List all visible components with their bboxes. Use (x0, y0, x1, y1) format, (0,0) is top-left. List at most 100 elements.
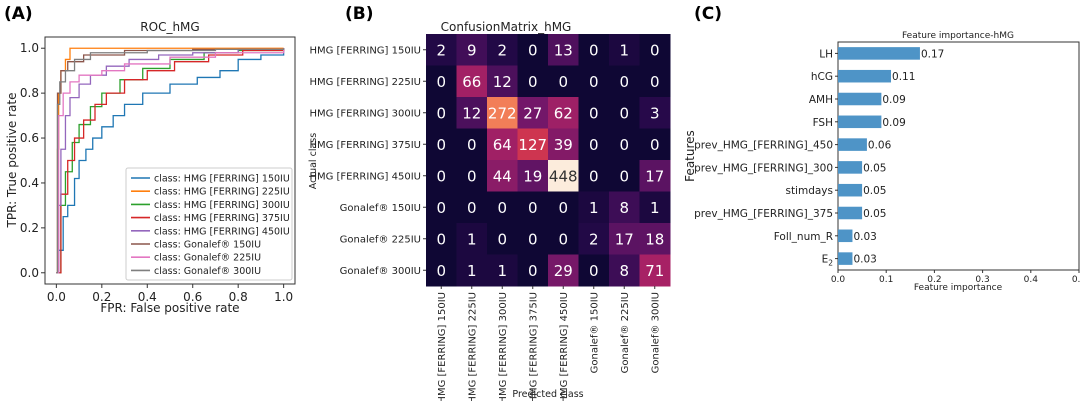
cm-cell-value: 18 (645, 230, 664, 248)
cm-cell-value: 0 (436, 167, 446, 185)
cm-col-label: Gonalef® 300IU (650, 292, 661, 373)
cm-cell (456, 97, 488, 129)
cm-cell (578, 160, 610, 192)
cm-cell (487, 128, 518, 161)
fi-bar-value: 0.03 (853, 254, 876, 266)
cm-cell (609, 160, 640, 192)
cm-ylabel: Actual class (308, 133, 319, 189)
cm-cell-value: 44 (493, 167, 512, 185)
roc-ylabel: TPR: True positive rate (5, 93, 19, 229)
roc-legend-box (125, 167, 293, 281)
feature-importance-chart: Feature importance-hMG 0.17LH0.11hCG0.09… (683, 31, 1080, 293)
roc-series-line (56, 48, 285, 274)
cm-cell (609, 65, 640, 98)
roc-series-line (56, 48, 285, 274)
cm-cell (517, 191, 549, 224)
cm-cell-value: 19 (523, 167, 542, 185)
fi-bar-value: 0.11 (892, 71, 915, 83)
fi-bar (838, 115, 882, 129)
panel-label-b: (B) (345, 4, 374, 24)
cm-cell-value: 0 (619, 104, 629, 122)
roc-legend-entry: class: Gonalef® 225IU (154, 253, 261, 264)
cm-row-label: Gonalef® 225IU (340, 234, 421, 245)
fi-bar (838, 161, 863, 174)
cm-cell-value: 0 (528, 199, 538, 217)
cm-xlabel: Predicted class (512, 389, 583, 400)
cm-cell-value: 0 (436, 73, 446, 91)
cm-cell-value: 0 (558, 199, 568, 217)
cm-cell (426, 97, 457, 129)
cm-col-label: Gonalef® 225IU (620, 292, 631, 373)
fi-xtick-label: 0.5 (1072, 275, 1080, 285)
cm-title: ConfusionMatrix_hMG (441, 20, 572, 34)
cm-cell-value: 0 (650, 73, 660, 91)
cm-cell-value: 0 (650, 41, 660, 59)
cm-cell (639, 65, 671, 98)
cm-cell (487, 34, 518, 66)
fi-xlabel: Feature importance (914, 283, 1003, 293)
fi-feature-label: AMH (809, 94, 833, 106)
cm-row-label: HMG [FERRING] 150IU (309, 45, 421, 56)
cm-col-label: HMG [FERRING] 375IU (528, 292, 539, 401)
cm-cell-value: 0 (436, 136, 446, 154)
cm-cell-value: 2 (497, 41, 507, 59)
cm-cell-value: 3 (650, 104, 660, 122)
cm-cell (517, 223, 549, 255)
cm-cell-value: 0 (436, 262, 446, 280)
cm-row-labels: HMG [FERRING] 150IU HMG [FERRING] 225IU HM… (309, 45, 426, 277)
roc-xtick-label: 0.4 (138, 290, 157, 304)
cm-cell (639, 191, 671, 224)
roc-legend-entry: class: HMG [FERRING] 150IU (154, 174, 290, 185)
roc-axes-frame (44, 36, 296, 285)
cm-col-label: HMG [FERRING] 150IU (437, 292, 448, 401)
fi-feature-label: hCG (811, 71, 833, 83)
cm-cell-value: 13 (554, 41, 573, 59)
cm-cell-value: 17 (615, 230, 634, 248)
cm-cell-value: 0 (528, 230, 538, 248)
cm-cell-value: 0 (436, 199, 446, 217)
cm-cell (487, 223, 518, 255)
cm-cell-value: 1 (497, 262, 507, 280)
cm-cell (548, 97, 579, 129)
cm-cell (487, 65, 518, 98)
cm-cell (609, 254, 640, 287)
roc-series-line (56, 48, 285, 274)
cm-cell-value: 0 (528, 73, 538, 91)
cm-cell (487, 191, 518, 224)
cm-row-label: HMG [FERRING] 300IU (309, 108, 421, 119)
fi-xtick-label: 0.4 (1024, 275, 1039, 285)
roc-ytick-label: 0.2 (20, 221, 39, 235)
cm-cell-value: 2 (589, 230, 599, 248)
cm-cell-value: 0 (558, 73, 568, 91)
cm-cell-value: 448 (549, 167, 578, 185)
roc-legend-entry: class: HMG [FERRING] 450IU (154, 226, 290, 237)
cm-cell-value: 8 (619, 199, 629, 217)
fi-feature-label: prev_HMG_[FERRING]_450 (694, 140, 833, 152)
cm-cell-value: 64 (493, 136, 512, 154)
cm-cell (578, 65, 610, 98)
cm-cell-value: 9 (467, 41, 477, 59)
cm-cell (456, 128, 488, 161)
roc-ytick-label: 0.0 (20, 266, 39, 280)
cm-cell (456, 223, 488, 255)
cm-cell-value: 12 (462, 104, 481, 122)
cm-col-label: HMG [FERRING] 300IU (498, 292, 509, 401)
cm-cell (609, 128, 640, 161)
cm-cell-value: 27 (523, 104, 542, 122)
cm-cell-value: 1 (589, 199, 599, 217)
cm-cell (456, 191, 488, 224)
cm-cell-value: 1 (467, 262, 477, 280)
cm-cell (426, 160, 457, 192)
cm-cell-value: 0 (619, 73, 629, 91)
fi-feature-label: prev_HMG_[FERRING]_300 (694, 162, 833, 174)
cm-cell-value: 8 (619, 262, 629, 280)
cm-row-label: HMG [FERRING] 225IU (309, 77, 421, 88)
cm-cell-value: 0 (589, 104, 599, 122)
roc-legend: class: HMG [FERRING] 150IU class: HMG [FE… (125, 167, 293, 281)
cm-cell (487, 97, 518, 129)
cm-cell (426, 65, 457, 98)
cm-cell-value: 66 (462, 73, 481, 91)
cm-cell-value: 127 (518, 136, 547, 154)
